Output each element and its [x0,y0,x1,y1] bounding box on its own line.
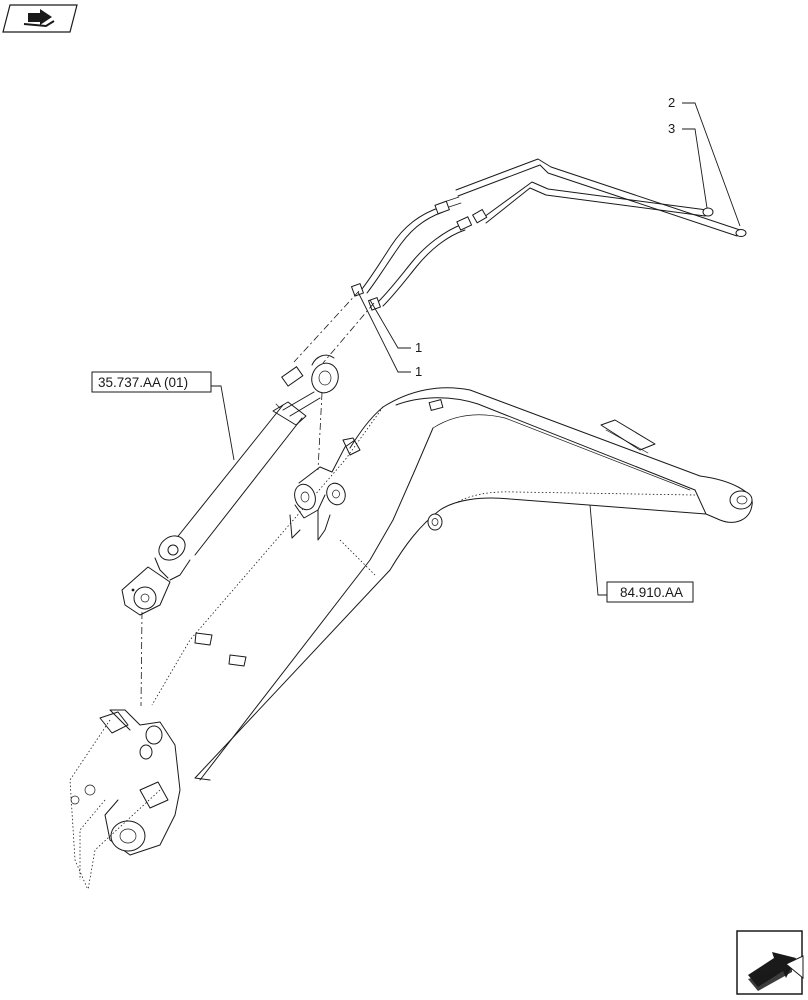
pipe-item-3 [367,181,714,311]
navigate-arrow-icon[interactable] [736,930,804,995]
callout-1-upper: 1 [415,340,422,355]
boom [69,387,753,891]
callout-1-lower: 1 [415,364,422,379]
arm-cylinder [121,354,339,616]
assembly-lines [140,290,375,707]
callout-2: 2 [668,95,675,110]
callout-3: 3 [668,121,675,136]
reference-boom-label: 84.910.AA [620,585,683,600]
reference-arm-cylinder-label: 35.737.AA (01) [98,375,188,390]
leader-lines [211,102,741,596]
book-arrow-icon[interactable] [2,4,78,33]
reference-arm-cylinder[interactable]: 35.737.AA (01) [91,371,212,393]
reference-boom[interactable]: 84.910.AA [606,581,694,603]
pipe-item-2 [350,158,747,297]
